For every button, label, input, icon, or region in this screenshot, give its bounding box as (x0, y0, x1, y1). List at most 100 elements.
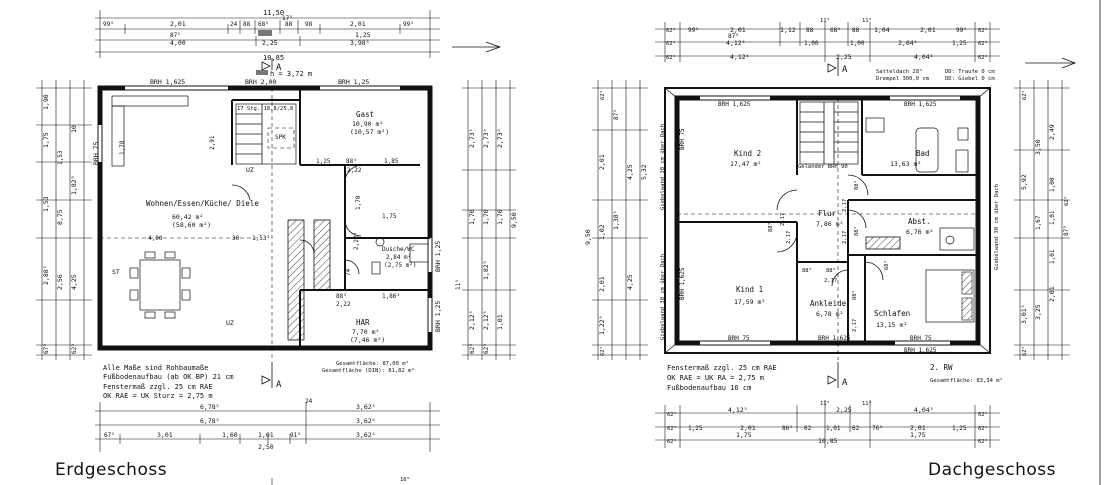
upper-bot-16: 2,01 (910, 424, 926, 432)
ground-left-11: 67⁵ (43, 343, 50, 354)
ground-right-14: 11⁵ (455, 279, 462, 290)
ground-inner-7: 2,22 (347, 167, 362, 174)
ground-dim-r2c: 2,25 (262, 39, 278, 47)
ground-right-dimensions: 2,73⁵ 2,73⁵ 2,73⁵ 1,70 1,70 1,70 9,50 2,… (455, 80, 518, 360)
upper-right-dimensions: 62⁵ 2,49 3,50 1,00 1,01 5,92 62⁵ 1,67 87… (1014, 80, 1070, 360)
upper-r3c: 2,25 (836, 53, 852, 61)
ground-section-marker-top: A h = 3,72 m (256, 58, 312, 78)
ground-chimney-hatched (287, 219, 305, 341)
ground-dim-r2e: 3,98⁵ (350, 39, 370, 47)
upper-room-bad-area: 13,63 m² (890, 160, 921, 168)
ground-section-a-top: A (276, 63, 282, 73)
ground-inner-14: 2,22 (336, 301, 351, 308)
upper-r3d: 4,04⁵ (914, 53, 934, 61)
separator-arrow-right (1025, 57, 1077, 69)
ground-inner-5: 88⁵ (346, 158, 357, 165)
upper-shower-icon (955, 149, 969, 173)
upper-bot-4: 2,25 (836, 406, 852, 414)
ground-room-wohnen: Wohnen/Essen/Küche/ Diele (146, 199, 259, 208)
ground-right-12: 62⁵ (469, 343, 476, 354)
ground-room-gast-area2: (10,57 m²) (350, 128, 389, 136)
ground-inner-13: 88⁵ (336, 293, 347, 300)
ground-brh-3: BRH 1,25 (338, 78, 369, 86)
upper-note-2: OK RAE = UK RA = 2,75 m (667, 374, 764, 382)
ground-right-8: 2,12⁵ (468, 310, 476, 330)
ground-dim-t9: 2,01 (350, 20, 366, 28)
upper-left-5: 1,38⁵ (612, 210, 620, 230)
upper-bot-14: 62 (852, 425, 860, 432)
upper-t8: 1,04 (874, 26, 890, 34)
upper-right-12: 3,25 (1034, 304, 1042, 320)
upper-right-3: 3,50 (1034, 139, 1042, 155)
ground-left-3: 1,53 (42, 196, 50, 212)
ground-bottom-dimensions: 6,78⁵ 24 3,62⁵ 6,78⁵ 3,62⁵ 67⁵ 3,01 1,60… (95, 398, 440, 485)
ground-right-4: 1,70 (468, 209, 476, 225)
ground-bottom-5: 3,62⁵ (356, 417, 376, 425)
ground-inner-2: 30 (232, 235, 240, 242)
ground-window-marker (258, 30, 272, 36)
ground-inner-1: 4,00 (148, 235, 163, 242)
ground-dim-t5: 68⁵ (258, 21, 269, 28)
upper-brh-5: BRH 75 (728, 335, 750, 342)
upper-right-11: 2,01 (1048, 286, 1056, 302)
upper-top-11a: 11⁵ (820, 17, 830, 24)
upper-inner-13: 68⁵ (883, 260, 890, 270)
ground-room-gast-area1: 10,90 m² (352, 120, 383, 128)
ground-inner-6: 1,85 (384, 158, 399, 165)
upper-inner-11: 2,17 (852, 319, 858, 332)
upper-bot-8: 62⁵ (667, 425, 677, 432)
ground-uz-2: UZ (226, 319, 234, 327)
upper-right-4: 1,00 (1049, 177, 1056, 192)
upper-left-7: 9,50 (584, 229, 592, 245)
upper-bathroom-fixtures (865, 117, 969, 173)
upper-r3a: 62⁵ (666, 54, 676, 61)
ground-dining-table (129, 251, 191, 319)
ground-right-10: 1,01 (496, 314, 504, 330)
ground-left-7: 1,82⁵ (70, 175, 78, 195)
ground-note-3: Fenstermaß zzgl. 25 cm RAE (103, 383, 213, 391)
upper-bot-21: 10,85 (818, 437, 838, 445)
ground-brh-6: BRH 1,25 (434, 301, 442, 332)
ground-inner-12: 1,86⁵ (382, 293, 400, 300)
upper-t6: 68⁵ (830, 27, 841, 34)
upper-wardrobe-hatched (865, 236, 901, 250)
upper-roof-outline (664, 87, 991, 354)
ground-bottom-7: 3,01 (157, 431, 173, 439)
upper-bot-10: 2,01 (740, 424, 756, 432)
upper-bot-19: 62⁵ (667, 438, 677, 445)
ground-outer-walls (97, 85, 433, 351)
upper-bot-3: 11⁵ (820, 400, 830, 407)
upper-inner-4: 2,17 (842, 199, 848, 212)
upper-brh-3: BRH 75 (679, 128, 686, 150)
ground-sink-icon (375, 237, 385, 247)
ground-doors (231, 164, 363, 275)
upper-inner-10: 88⁵ (851, 290, 858, 300)
upper-left-8: 2,01 (598, 276, 606, 292)
ground-right-5: 1,70 (482, 209, 490, 225)
ground-bottom-6: 67⁵ (104, 432, 115, 439)
upper-bot-13: 1,01 (826, 425, 841, 432)
upper-left-1: 62⁵ (599, 90, 606, 100)
upper-kniestock: Drempel 300,0 cm (876, 76, 930, 82)
ground-bottom-fraction: 16⁶ (400, 476, 410, 483)
upper-inner-2: 2,17 (786, 231, 792, 244)
upper-right-14: 62⁵ (1021, 346, 1028, 356)
upper-room-schlafen: Schlafen (874, 309, 910, 318)
upper-bot-15: 76⁵ (872, 425, 883, 432)
upper-giebel-right: Giebelwand 30 cm über Dach (994, 184, 1000, 270)
ground-left-8: 4,25 (70, 274, 78, 290)
ground-room-gast: Gast (356, 110, 374, 119)
upper-section-a-bottom: A (842, 378, 848, 388)
upper-right-5: 1,01 (1049, 210, 1056, 225)
ground-dim-r2d: 1,25 (355, 31, 371, 39)
ground-bottom-3: 3,62⁵ (356, 403, 376, 411)
ground-left-6: 10 (70, 125, 78, 133)
upper-left-10: 1,22⁵ (598, 315, 606, 335)
upper-room-kind1-area: 17,59 m² (734, 298, 765, 306)
ground-spk-label: SPK (275, 134, 286, 141)
upper-room-flur: Flur (818, 209, 837, 218)
upper-rw: 2. RW (930, 363, 953, 372)
ground-floor-plan: 11,50 99⁵ 2,01 24 88 68⁵ 17⁵ 88 98 2,01 … (36, 9, 518, 485)
ground-dim-t1: 99⁵ (103, 21, 114, 28)
ground-top-total2: 10,85 (263, 54, 284, 62)
